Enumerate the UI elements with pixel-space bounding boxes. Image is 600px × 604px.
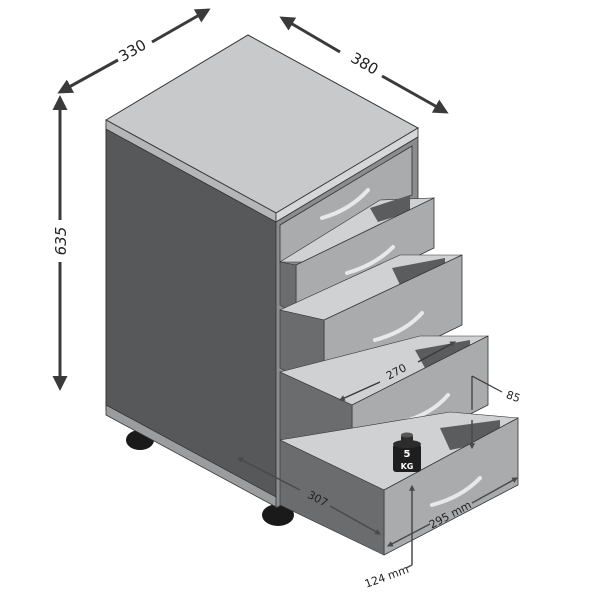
width-label: 330: [116, 36, 150, 66]
drawer-handle-icon: [320, 188, 370, 220]
height-label: 635: [52, 227, 70, 256]
drawer-2[interactable]: [278, 195, 436, 316]
drawer-handle-icon: [345, 245, 395, 275]
drawer-handle-icon: [430, 476, 482, 507]
load-unit: KG: [401, 462, 414, 471]
weight-icon: 5 KG: [393, 432, 421, 472]
front-height-label: 124 mm: [363, 563, 411, 591]
drawer-1[interactable]: [279, 145, 413, 263]
dimension-drawer-height: 85: [469, 375, 522, 450]
plinth: [105, 404, 279, 509]
dimension-slide-depth: 307: [236, 457, 382, 535]
caster-front-left: [262, 504, 294, 526]
drawer-height-label: 85: [504, 388, 522, 405]
drawer-handle-icon: [373, 311, 424, 342]
load-value: 5: [404, 449, 411, 460]
depth-label: 380: [348, 49, 382, 79]
dimension-height: 635: [52, 95, 70, 391]
